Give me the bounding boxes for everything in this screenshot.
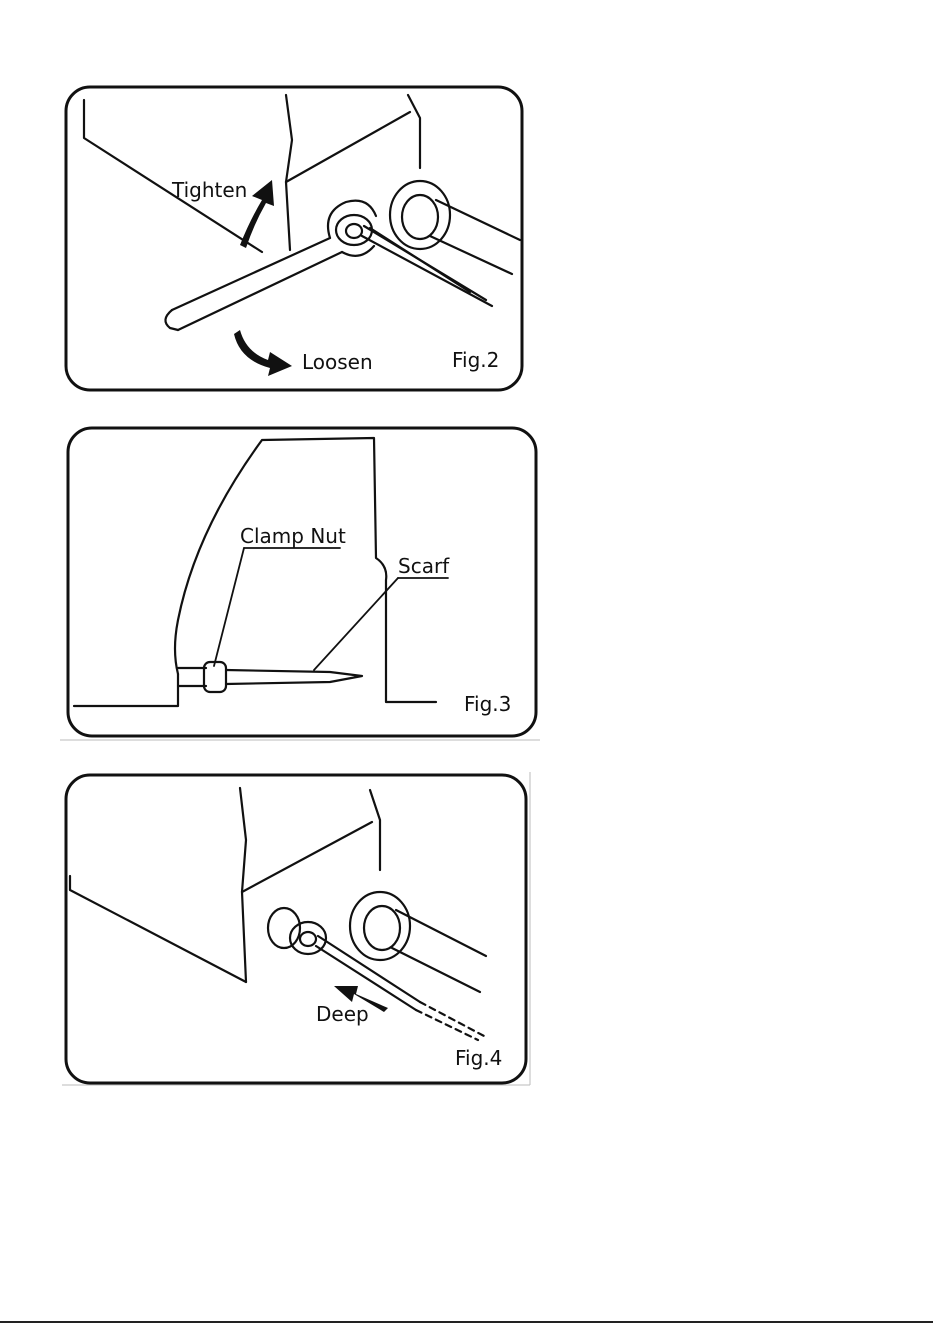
figure-4: Deep Fig.4: [0, 750, 933, 1100]
loosen-label: Loosen: [302, 352, 373, 372]
loosen-arrow-icon: [234, 330, 292, 376]
figure-2-number: Fig.2: [452, 350, 499, 370]
deep-label: Deep: [316, 1004, 369, 1024]
clamp-nut-label: Clamp Nut: [240, 526, 346, 546]
figure-3-frame: [68, 428, 536, 736]
figure-2: Tighten Loosen Fig.2: [0, 0, 933, 400]
tighten-label: Tighten: [172, 180, 247, 200]
figure-4-number: Fig.4: [455, 1048, 502, 1068]
figure-2-frame: [66, 87, 522, 390]
figure-3: Clamp Nut Scarf Fig.3: [0, 400, 933, 750]
figure-2-illustration: [0, 0, 933, 400]
figure-3-number: Fig.3: [464, 694, 511, 714]
scarf-label: Scarf: [398, 556, 449, 576]
page-bottom-rule: [0, 1321, 933, 1323]
figure-4-frame: [66, 775, 526, 1083]
